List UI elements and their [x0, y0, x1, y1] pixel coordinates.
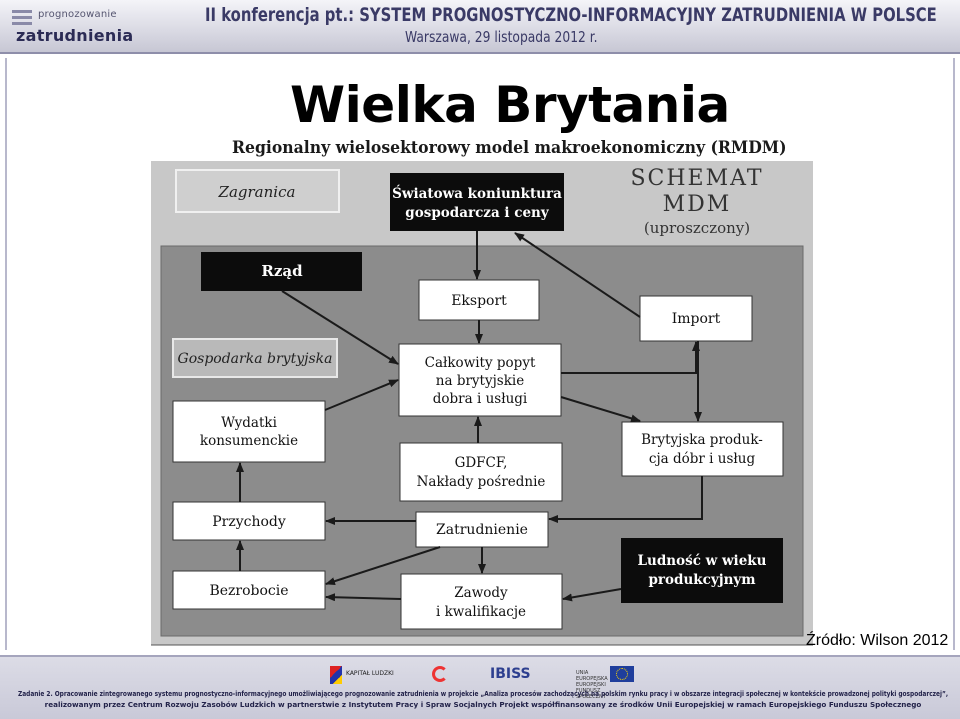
schema-line-3: (uproszczony) — [644, 219, 750, 237]
node-popyt-line-1: Całkowity popyt — [425, 355, 536, 371]
logo-stripes-icon — [12, 10, 32, 28]
node-rzad-text: Rząd — [261, 262, 303, 280]
arrow-zawody-bezrobocie — [325, 593, 402, 602]
crzl-logo — [432, 665, 454, 685]
node-popyt-line-3: dobra i usługi — [433, 391, 528, 407]
eu-stars-icon — [616, 668, 628, 680]
node-import-text: Import — [672, 311, 721, 327]
project-logo: prognozowanie zatrudnienia — [10, 6, 133, 46]
node-bezrobocie-box — [172, 570, 326, 610]
conference-subtitle: Warszawa, 29 listopada 2012 r. — [405, 28, 598, 46]
node-popyt-line-2: na brytyjskie — [436, 373, 524, 389]
kapital-ludzki-text: KAPITAŁ LUDZKI — [346, 670, 394, 677]
arrow-ludnosc-zawody — [562, 588, 622, 602]
node-swiatowa-line-1: Światowa koniunktura — [392, 185, 562, 202]
logo-small-text: prognozowanie — [38, 9, 117, 20]
node-zawody-line-1: Zawody — [454, 585, 508, 601]
footer-line-1: Zadanie 2. Opracowanie zintegrowanego sy… — [18, 689, 949, 698]
header-banner: prognozowanie zatrudnienia II konferencj… — [0, 0, 960, 54]
footer-line-2: realizowanym przez Centrum Rozwoju Zasob… — [44, 700, 922, 709]
arrow-zatrudnienie-bezrobocie — [325, 546, 441, 586]
source-caption: Źródło: Wilson 2012 — [806, 632, 949, 649]
crzl-ring-icon — [432, 666, 448, 682]
node-przychody-box — [172, 501, 326, 541]
node-eksport-text: Eksport — [451, 293, 507, 309]
node-wydatki-line-2: konsumenckie — [200, 433, 298, 449]
node-import-box — [639, 295, 753, 342]
kapital-ludzki-icon — [330, 666, 342, 684]
footer-banner: KAPITAŁ LUDZKI IBISS UNIA EUROPEJSKA EUR… — [0, 655, 960, 719]
kapital-ludzki-logo: KAPITAŁ LUDZKI — [330, 665, 394, 685]
node-ludnosc-line-2: produkcyjnym — [648, 572, 755, 588]
node-swiatowa-box — [390, 173, 564, 231]
node-zatrudnienie-box — [415, 511, 549, 548]
ibs-logo: IBISS — [490, 665, 540, 685]
node-bezrobocie-text: Bezrobocie — [209, 583, 288, 599]
esf-logo-text: UNIA EUROPEJSKA EUROPEJSKI FUNDUSZ SPOŁE… — [576, 670, 608, 700]
node-gdfcf-box — [399, 442, 563, 502]
arrow-popyt-import — [561, 341, 700, 374]
eu-flag-logo — [610, 665, 636, 685]
slide-title: Wielka Brytania — [290, 76, 730, 134]
schema-line-1: SCHEMAT — [630, 166, 763, 191]
diagram-title: Regionalny wielosektorowy model makroeko… — [232, 138, 787, 158]
node-rzad-box — [201, 252, 362, 291]
arrow-produkcja-zatrudnienie — [548, 476, 703, 523]
zagranica-label: Zagranica — [218, 183, 296, 201]
logo-big-text: zatrudnienia — [16, 26, 134, 45]
esf-logo: UNIA EUROPEJSKA EUROPEJSKI FUNDUSZ SPOŁE… — [576, 665, 608, 700]
conference-title: II konferencja pt.: SYSTEM PROGNOSTYCZNO… — [205, 4, 937, 26]
left-border-line — [5, 58, 7, 650]
node-ludnosc-line-1: Ludność w wieku — [638, 553, 767, 569]
node-zawody-line-2: i kwalifikacje — [436, 604, 526, 620]
node-gdfcf-line-1: GDFCF, — [455, 455, 508, 471]
node-wydatki-line-1: Wydatki — [221, 415, 278, 431]
node-ludnosc-box — [621, 538, 783, 603]
node-produkcja-line-2: cja dóbr i usług — [649, 451, 756, 467]
node-zawody-box — [400, 573, 563, 630]
node-przychody-text: Przychody — [212, 514, 286, 530]
schema-line-2: MDM — [663, 192, 732, 217]
node-eksport-box — [418, 279, 540, 321]
node-popyt-box — [398, 343, 562, 417]
sponsor-logos: KAPITAŁ LUDZKI IBISS UNIA EUROPEJSKA EUR… — [330, 665, 640, 700]
node-produkcja-line-1: Brytyjska produk- — [641, 432, 763, 448]
arrow-import-swiatowa — [514, 232, 641, 318]
arrows — [236, 231, 703, 602]
arrow-popyt-produkcja — [560, 396, 641, 423]
arrow-wydatki-popyt — [324, 379, 399, 411]
node-wydatki-box — [172, 400, 326, 463]
right-border-line — [953, 58, 955, 650]
node-produkcja-box — [621, 421, 784, 477]
node-gdfcf-line-2: Nakłady pośrednie — [417, 474, 546, 490]
ibs-logo-text: IBISS — [490, 666, 531, 682]
node-swiatowa-line-2: gospodarcza i ceny — [405, 205, 550, 221]
arrow-rzad-popyt — [281, 290, 399, 365]
gospodarka-label: Gospodarka brytyjska — [178, 351, 333, 367]
node-zatrudnienie-text: Zatrudnienie — [436, 522, 528, 538]
